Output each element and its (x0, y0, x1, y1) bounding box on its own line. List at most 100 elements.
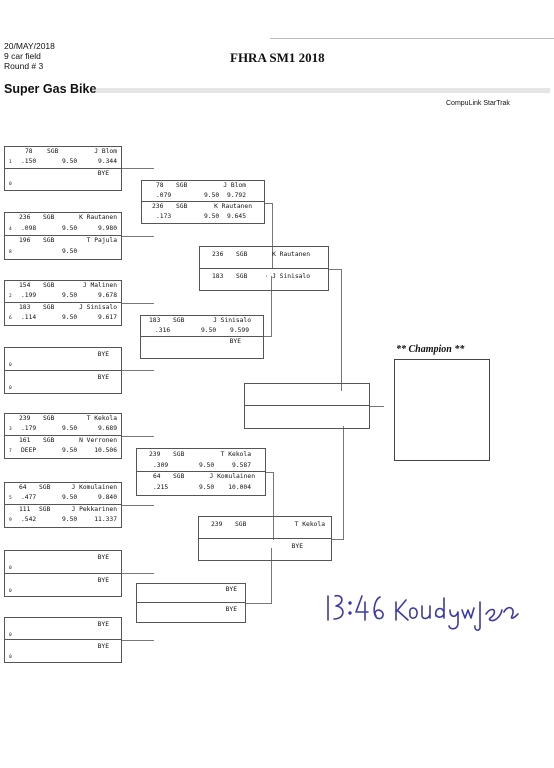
driver-name: BYE (291, 542, 303, 550)
r1-match-4: BYE 0 BYE 0 (4, 347, 122, 394)
connector (122, 370, 154, 371)
car-class: SGB (235, 521, 247, 528)
r2-m3-bot: 64 SGB J Komulainen .215 9.50 10.004 (137, 472, 265, 495)
car-number: 236 (19, 214, 31, 221)
lane-number: 0 (9, 566, 12, 571)
car-class: SGB (43, 237, 55, 244)
driver-name: J Komulainen (71, 484, 118, 491)
lane-number: 2 (9, 294, 12, 299)
elapsed-time: 9.678 (98, 292, 117, 299)
car-class: SGB (43, 437, 55, 444)
connector (122, 505, 154, 506)
r2-m1-top: 78 SGB J Blom .079 9.50 9.792 (142, 181, 264, 202)
car-class: SGB (39, 484, 51, 491)
driver-name: BYE (97, 169, 109, 177)
r1-m7-bot: BYE 0 (5, 574, 121, 597)
r3-match-1: 236 SGB K Rautanen 183 SGB · J Sinisalo (199, 246, 329, 291)
car-class: SGB (47, 148, 59, 155)
driver-name: J Blom (223, 182, 246, 189)
field-size: 9 car field (4, 51, 41, 61)
elapsed-time: 9.599 (230, 327, 249, 334)
reaction-time: .477 (21, 494, 37, 501)
car-class: SGB (173, 473, 185, 480)
lane-number: 0 (9, 633, 12, 638)
dotted-rule (92, 88, 550, 93)
final-bot (245, 406, 369, 428)
software-brand: CompuLink StarTrak (446, 100, 510, 107)
event-title: FHRA SM1 2018 (230, 50, 325, 65)
r2-match-1: 78 SGB J Blom .079 9.50 9.792 236 SGB K … (141, 180, 265, 224)
r1-m7-top: BYE 0 (5, 551, 121, 574)
driver-name: J Sinisalo (213, 317, 251, 324)
reaction-time: .098 (21, 225, 37, 232)
car-number: 183 (19, 304, 31, 311)
class-title: Super Gas Bike (4, 82, 97, 96)
driver-name: J Malinen (82, 282, 117, 289)
car-number: 64 (19, 484, 27, 491)
r1-m6-top: 64 SGB J Komulainen 5 .477 9.50 9.840 (5, 483, 121, 505)
r1-match-3: 154 SGB J Malinen 2 .199 9.50 9.678 183 … (4, 280, 122, 326)
car-class: SGB (43, 282, 55, 289)
r2-m3-top: 239 SGB T Kekola .309 9.50 9.587 (137, 449, 265, 472)
dial-in: 9.50 (62, 425, 78, 432)
car-number: 236 (212, 251, 224, 258)
reaction-time: .173 (156, 213, 172, 220)
r2-m2-top: 183 SGB J Sinisalo .316 9.50 9.599 (141, 316, 263, 337)
r1-m1-top: 78 SGB J Blom 1 .150 9.50 9.344 (5, 147, 121, 169)
dial-in: 9.50 (199, 484, 215, 491)
connector (122, 236, 154, 237)
car-number: 64 (153, 473, 161, 480)
reaction-time: DEEP (21, 447, 37, 454)
elapsed-time: 9.587 (232, 462, 251, 469)
r1-m4-top: BYE 0 (5, 348, 121, 371)
dial-in: 9.50 (62, 292, 78, 299)
driver-name: BYE (97, 643, 109, 650)
race-date: 20/MAY/2018 (4, 41, 55, 51)
r2-m4-top: BYE (137, 584, 245, 603)
elapsed-time: 9.617 (98, 314, 117, 321)
handwritten-signature (327, 594, 519, 631)
r1-m8-bot: BYE 0 (5, 640, 121, 662)
elapsed-time: 11.337 (94, 516, 117, 523)
dial-in: 9.50 (62, 516, 78, 523)
r1-match-5: 239 SGB T Kekola 3 .179 9.50 9.689 161 S… (4, 413, 122, 459)
connector (273, 472, 274, 540)
car-number: 239 (149, 451, 161, 458)
connector (122, 303, 154, 304)
r2-m2-bot: BYE (141, 337, 263, 358)
driver-name: BYE (97, 621, 109, 628)
driver-name: BYE (225, 606, 237, 613)
reaction-time: .215 (153, 484, 169, 491)
connector (265, 203, 273, 204)
car-number: 111 (19, 506, 31, 513)
lane-number: 0 (9, 363, 12, 368)
driver-name: BYE (97, 373, 109, 381)
round-number: Round # 3 (4, 61, 44, 71)
driver-name: J Blom (94, 148, 117, 155)
car-class: SGB (39, 506, 51, 513)
dial-in: 9.50 (201, 327, 217, 334)
elapsed-time: 9.344 (98, 158, 117, 165)
r1-match-2: 236 SGB K Rautanen 4 .098 9.50 9.980 196… (4, 212, 122, 260)
connector (271, 548, 272, 603)
r1-m5-top: 239 SGB T Kekola 3 .179 9.50 9.689 (5, 414, 121, 436)
final-top (245, 384, 369, 406)
champion-box (394, 359, 490, 461)
r2-m4-bot: BYE (137, 603, 245, 622)
connector (266, 472, 274, 473)
connector (271, 276, 272, 336)
car-number: 236 (152, 203, 164, 210)
r1-match-7: BYE 0 BYE 0 (4, 550, 122, 597)
lane-number: 3 (9, 427, 12, 432)
connector (122, 168, 154, 169)
r3-m2-bot: BYE (199, 539, 331, 561)
dial-in: 9.50 (62, 225, 78, 232)
lane-number: 8 (9, 250, 12, 255)
driver-name: T Kekola (220, 451, 251, 458)
lane-number: 5 (9, 496, 12, 501)
connector (332, 539, 344, 540)
r1-m1-bot: BYE 0 (5, 169, 121, 191)
reaction-time: .114 (21, 314, 37, 321)
reaction-time: .199 (21, 292, 37, 299)
lane-number: 6 (9, 316, 12, 321)
